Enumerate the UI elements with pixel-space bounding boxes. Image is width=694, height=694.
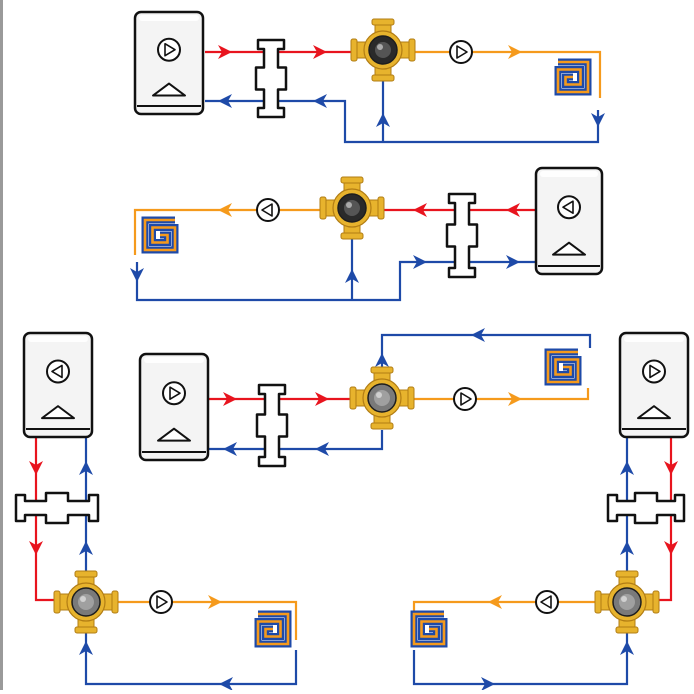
burner-icon <box>552 241 586 256</box>
return-pipe <box>135 260 536 302</box>
floor-heating-coil-icon <box>554 58 592 96</box>
four-way-mixing-valve-icon <box>53 570 119 634</box>
circulation-pump-icon <box>535 590 559 614</box>
floor-heating-coil-icon <box>254 610 292 648</box>
four-way-mixing-valve-icon <box>594 570 660 634</box>
circulation-pump-icon <box>149 590 173 614</box>
hydraulic-separator-icon <box>445 192 479 279</box>
flow-arrow-icon <box>208 595 222 609</box>
four-way-mixing-valve-icon <box>319 176 385 240</box>
flow-arrow-icon <box>620 641 634 655</box>
boiler-icon <box>22 331 94 439</box>
hydraulic-separator-icon <box>606 491 686 525</box>
burner-icon <box>637 405 671 420</box>
flow-arrow-icon <box>620 461 634 475</box>
flow-arrow-icon <box>376 113 390 127</box>
boiler-pump-icon <box>46 359 70 384</box>
boiler-icon <box>138 352 210 462</box>
four-way-mixing-valve-icon <box>349 366 415 430</box>
flow-arrow-icon <box>591 113 605 127</box>
four-way-mixing-valve-icon <box>350 18 416 82</box>
flow-arrow-icon <box>313 94 327 108</box>
diagram-layout-top <box>133 10 605 144</box>
boiler-icon <box>618 331 690 439</box>
boiler-icon <box>534 166 604 276</box>
flow-arrow-icon <box>79 641 93 655</box>
boiler-pump-icon <box>157 37 181 62</box>
diagram-layout-vertical-right <box>410 331 690 691</box>
flow-arrow-icon <box>29 461 43 475</box>
left-border <box>0 0 3 690</box>
flow-arrow-icon <box>488 595 502 609</box>
flow-arrow-icon <box>315 392 329 406</box>
flow-arrow-icon <box>345 269 359 283</box>
diagram-layout-vertical-left <box>14 331 298 691</box>
supply-pipe <box>34 438 60 602</box>
flow-arrow-icon <box>471 328 485 342</box>
flow-arrow-icon <box>508 392 522 406</box>
flow-arrow-icon <box>620 541 634 555</box>
flow-arrow-icon <box>481 677 495 691</box>
hydraulic-separator-icon <box>254 38 288 119</box>
burner-icon <box>157 427 191 442</box>
flow-arrow-icon <box>375 353 389 367</box>
floor-heating-coil-icon <box>544 348 582 386</box>
hydraulic-separator-icon <box>255 383 289 468</box>
flow-arrow-icon <box>79 461 93 475</box>
boiler-icon <box>133 10 205 116</box>
return-pipe <box>205 99 600 144</box>
circulation-pump-icon <box>449 40 473 64</box>
return-pipe-lower <box>84 625 298 686</box>
flow-arrow-icon <box>315 442 329 456</box>
boiler-pump-icon <box>557 195 581 220</box>
burner-icon <box>41 405 75 420</box>
hydraulic-separator-icon <box>14 491 100 525</box>
floor-heating-coil-icon <box>410 610 448 648</box>
return-pipe-lower <box>412 625 629 686</box>
flow-arrow-icon <box>79 541 93 555</box>
diagram-layout-center <box>138 328 592 468</box>
flow-arrow-icon <box>219 677 233 691</box>
flow-arrow-icon <box>508 45 522 59</box>
flow-arrow-icon <box>506 203 520 217</box>
boiler-pump-icon <box>162 381 186 406</box>
flow-arrow-icon <box>313 45 327 59</box>
flow-arrow-icon <box>664 541 678 555</box>
flow-arrow-icon <box>506 255 520 269</box>
flow-arrow-icon <box>413 255 427 269</box>
flow-arrow-icon <box>29 541 43 555</box>
floor-heating-coil-icon <box>141 216 179 254</box>
flow-arrow-icon <box>130 268 144 282</box>
burner-icon <box>152 82 186 97</box>
flow-arrow-icon <box>218 94 232 108</box>
mixed-pipe <box>404 388 590 401</box>
flow-arrow-icon <box>413 203 427 217</box>
flow-arrow-icon <box>223 392 237 406</box>
flow-arrow-icon <box>218 203 232 217</box>
flow-arrow-icon <box>223 442 237 456</box>
circulation-pump-icon <box>256 198 280 222</box>
boiler-pump-icon <box>642 359 666 384</box>
diagram-layout-mirrored <box>130 166 604 302</box>
circulation-pump-icon <box>453 387 477 411</box>
flow-arrow-icon <box>218 45 232 59</box>
flow-arrow-icon <box>664 461 678 475</box>
